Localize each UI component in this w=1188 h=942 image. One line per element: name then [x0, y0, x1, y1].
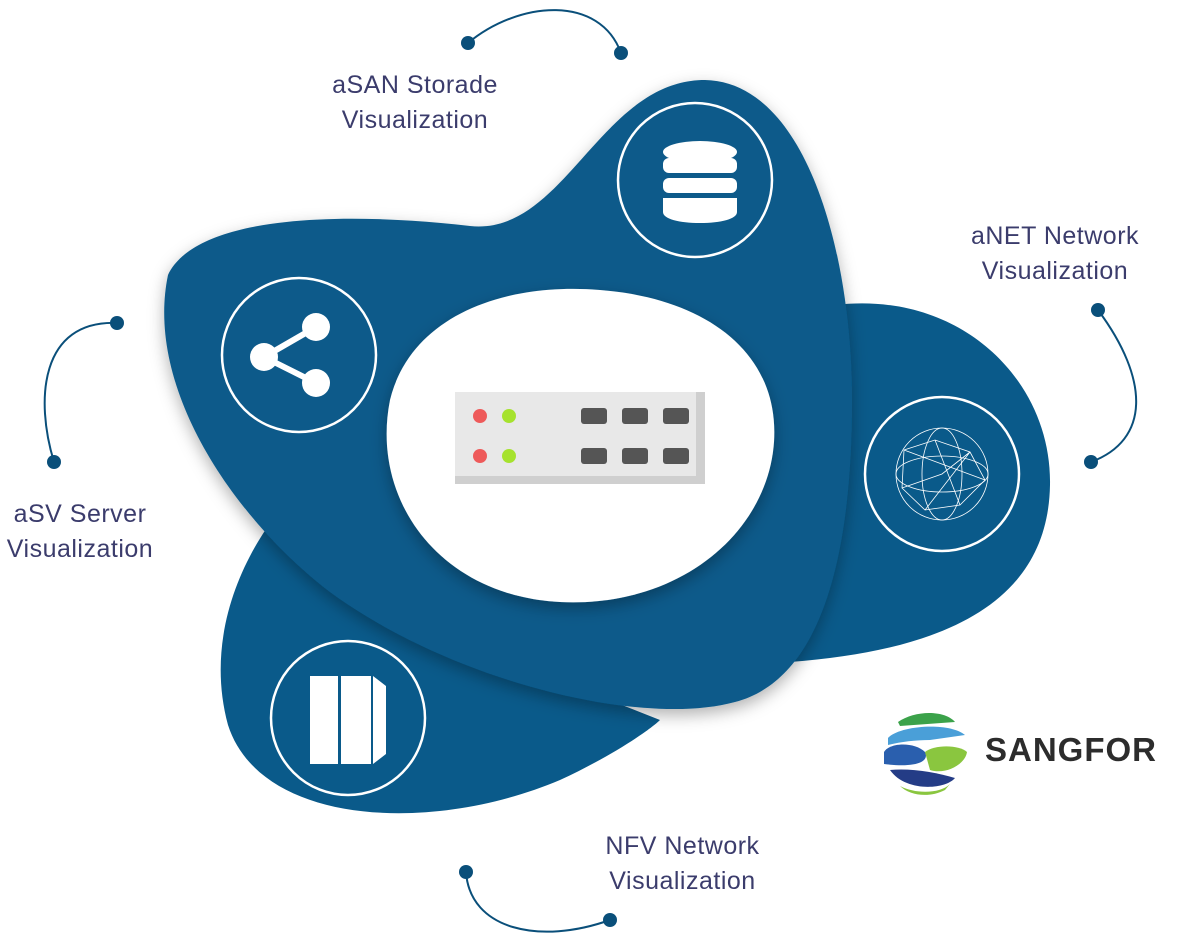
- connector-dots: [47, 36, 1105, 927]
- sangfor-logo-icon: [883, 709, 967, 795]
- right-lobe: [790, 303, 1051, 662]
- database-icon: [616, 101, 774, 259]
- label-line: Visualization: [6, 535, 154, 563]
- panel-door-icon: [269, 639, 427, 797]
- brand-name: SANGFOR: [985, 731, 1157, 768]
- label-line: Visualization: [609, 867, 756, 895]
- globe-network-icon: [863, 395, 1021, 553]
- connectors: [43, 9, 1138, 933]
- server-icon: [455, 392, 705, 484]
- share-icon: [220, 276, 378, 434]
- label-line: Visualization: [981, 257, 1129, 285]
- label-asan-storage: aSAN Storade Visualization: [300, 68, 530, 138]
- label-line: NFV Network: [605, 832, 760, 860]
- label-anet-network: aNET Network Visualization: [935, 219, 1175, 289]
- label-line: aSV Server: [13, 500, 147, 528]
- label-line: aSAN Storade: [332, 71, 498, 99]
- label-line: Visualization: [341, 106, 489, 134]
- label-asv-server: aSV Server Visualization: [0, 497, 180, 567]
- label-line: aNET Network: [970, 222, 1140, 250]
- label-nfv-network: NFV Network Visualization: [570, 829, 795, 899]
